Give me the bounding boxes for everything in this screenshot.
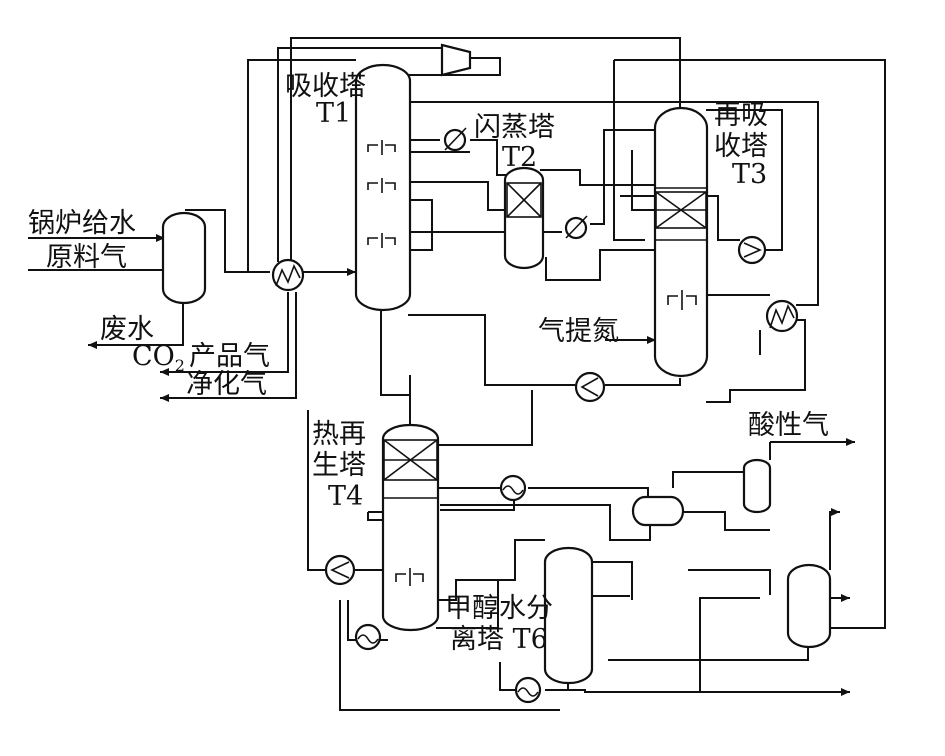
compressor bbox=[440, 43, 472, 77]
heat-exchanger-t3 bbox=[765, 299, 799, 333]
hot-regen-line1-label: 热再 bbox=[312, 419, 366, 450]
pump-t3-bottom bbox=[574, 371, 606, 403]
valve-t1-t2 bbox=[443, 127, 467, 152]
feed-separator bbox=[161, 211, 207, 305]
absorber-name-label: 吸收塔 bbox=[285, 71, 366, 102]
methanol-water-column-t6 bbox=[543, 546, 594, 685]
reboiler-t4 bbox=[354, 623, 382, 651]
hot-regen-line2-label: 生塔 bbox=[312, 450, 366, 481]
purified-gas-label: 净化气 bbox=[186, 369, 267, 400]
waste-water-label: 废水 bbox=[100, 314, 154, 345]
right-vertical-drum bbox=[786, 563, 832, 649]
reboiler-t6 bbox=[514, 676, 542, 704]
heat-exchanger-t4-top bbox=[499, 474, 527, 502]
hot-regenerator-column-t4 bbox=[381, 423, 440, 632]
methanol-line1-label: 甲醇水分 bbox=[445, 593, 553, 624]
pump-t3-circulation bbox=[737, 235, 767, 265]
absorber-column-t1 bbox=[354, 63, 412, 312]
reabsorber-column-t3 bbox=[653, 106, 709, 378]
methanol-line2-label: 离塔 T6 bbox=[450, 624, 548, 655]
hot-regen-tag-label: T4 bbox=[328, 481, 363, 512]
reabsorber-tag-label: T3 bbox=[732, 159, 767, 190]
boiler-feed-water-label: 锅炉给水 bbox=[28, 208, 136, 239]
flash-column-t2 bbox=[503, 166, 545, 270]
acid-gas-label: 酸性气 bbox=[748, 410, 829, 441]
heat-exchanger-left bbox=[271, 258, 305, 292]
reabsorber-line1-label: 再吸 bbox=[714, 100, 768, 131]
reabsorber-line2-label: 收塔 bbox=[714, 131, 768, 162]
absorber-tag-label: T1 bbox=[316, 98, 351, 129]
valve-t2-t3 bbox=[564, 215, 588, 240]
feed-gas-label: 原料气 bbox=[46, 242, 127, 273]
reflux-drum-horizontal bbox=[631, 495, 685, 527]
flash-name-label: 闪蒸塔 bbox=[474, 112, 555, 143]
acid-gas-drum bbox=[742, 458, 772, 514]
pump-t4-left bbox=[324, 554, 356, 586]
flash-tag-label: T2 bbox=[502, 142, 537, 173]
stripping-nitrogen-label: 气提氮 bbox=[538, 316, 619, 347]
